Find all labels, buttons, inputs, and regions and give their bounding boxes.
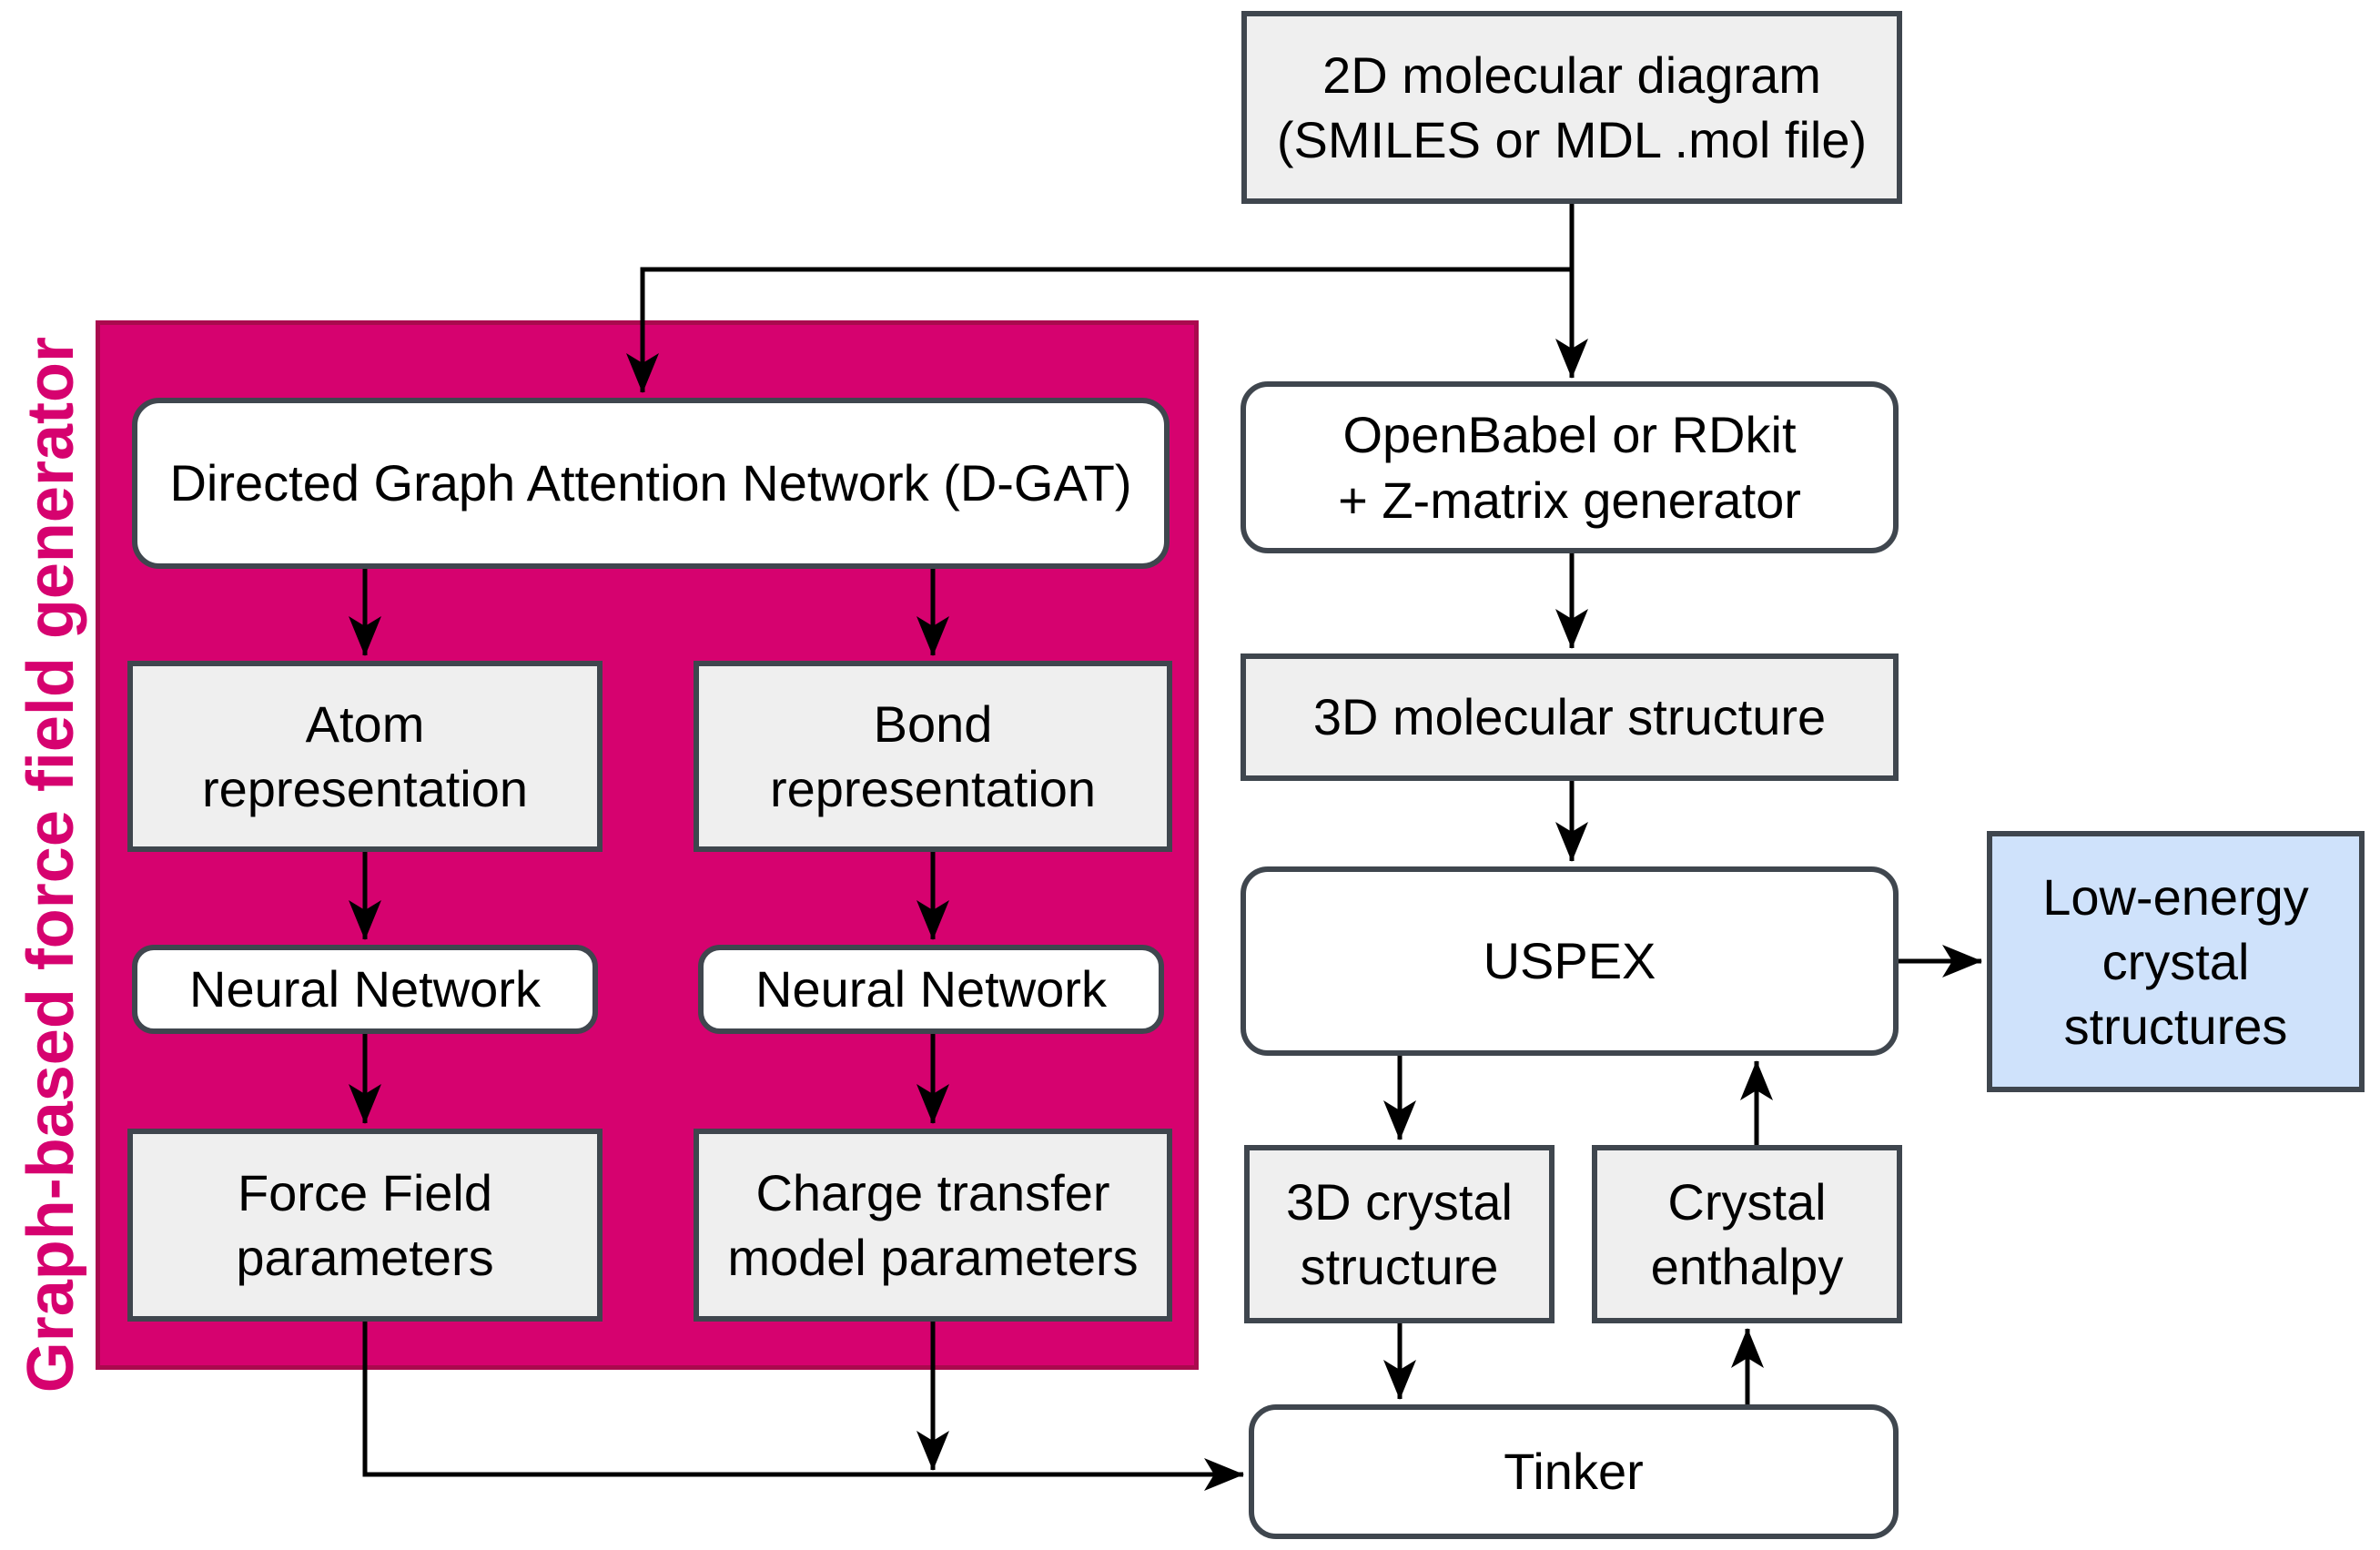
- node-force-field-parameters-label: Force Field parameters: [236, 1163, 494, 1286]
- node-low-energy-crystal-structures: Low-energy crystal structures: [1987, 831, 2365, 1092]
- node-neural-network-right: Neural Network: [698, 945, 1164, 1034]
- node-neural-network-left-label: Neural Network: [189, 960, 541, 1018]
- node-bond-representation-label: Bond representation: [769, 694, 1096, 817]
- node-neural-network-right-label: Neural Network: [755, 960, 1107, 1018]
- node-neural-network-left: Neural Network: [132, 945, 598, 1034]
- node-3d-molecular-structure: 3D molecular structure: [1241, 653, 1899, 781]
- node-2d-molecular-diagram: 2D molecular diagram (SMILES or MDL .mol…: [1241, 11, 1902, 204]
- node-bond-representation: Bond representation: [694, 661, 1172, 852]
- edge-ffparams-to-tinker: [362, 1322, 1244, 1491]
- node-low-energy-crystal-structures-label: Low-energy crystal structures: [2042, 867, 2309, 1056]
- node-uspex: USPEX: [1241, 866, 1899, 1056]
- node-3d-crystal-structure-label: 3D crystal structure: [1286, 1172, 1513, 1295]
- node-charge-transfer-parameters: Charge transfer model parameters: [694, 1129, 1172, 1322]
- node-uspex-label: USPEX: [1483, 932, 1656, 990]
- node-tinker: Tinker: [1249, 1404, 1899, 1539]
- node-crystal-enthalpy: Crystal enthalpy: [1592, 1145, 1902, 1323]
- node-3d-crystal-structure: 3D crystal structure: [1244, 1145, 1555, 1323]
- node-openbabel-rdkit-label: OpenBabel or RDkit + Z-matrix generator: [1338, 406, 1801, 529]
- node-charge-transfer-parameters-label: Charge transfer model parameters: [727, 1163, 1139, 1286]
- node-dgat: Directed Graph Attention Network (D-GAT): [132, 398, 1170, 569]
- node-tinker-label: Tinker: [1504, 1443, 1644, 1501]
- node-crystal-enthalpy-label: Crystal enthalpy: [1650, 1172, 1844, 1295]
- node-atom-representation-label: Atom representation: [201, 694, 528, 817]
- node-openbabel-rdkit: OpenBabel or RDkit + Z-matrix generator: [1241, 381, 1899, 553]
- node-force-field-parameters: Force Field parameters: [127, 1129, 603, 1322]
- node-2d-molecular-diagram-label: 2D molecular diagram (SMILES or MDL .mol…: [1276, 46, 1868, 168]
- edge-2d-to-dgat: [626, 267, 1572, 393]
- node-atom-representation: Atom representation: [127, 661, 603, 852]
- node-3d-molecular-structure-label: 3D molecular structure: [1312, 688, 1827, 746]
- node-dgat-label: Directed Graph Attention Network (D-GAT): [169, 454, 1132, 512]
